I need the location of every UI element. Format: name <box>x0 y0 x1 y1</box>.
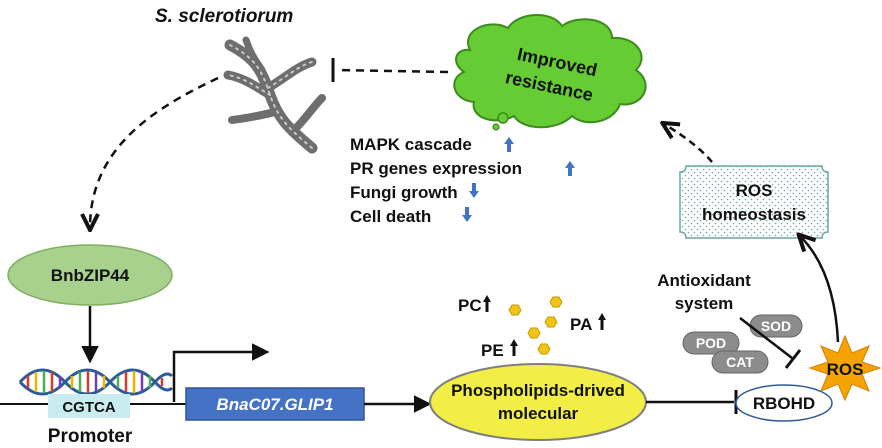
effect-cell-death: Cell death <box>350 207 431 226</box>
transcription-start-arrow <box>172 343 270 402</box>
pa-label: PA <box>570 315 592 334</box>
gene-box: BnaC07.GLIP1 <box>185 387 365 421</box>
lipid-hexagon <box>537 343 551 355</box>
up-arrow-icon <box>504 137 514 152</box>
gene-label: BnaC07.GLIP1 <box>216 395 333 414</box>
phospholipids-node: Phospholipids-drived molecular <box>429 363 647 441</box>
down-arrow-icon <box>462 207 472 222</box>
pe-label: PE <box>481 341 504 360</box>
lipid-hexagon <box>527 327 541 339</box>
motif-label: CGTCA <box>62 399 115 416</box>
tf-label: BnbZIP44 <box>51 266 130 285</box>
svg-text:CAT: CAT <box>726 354 754 370</box>
lipid-hexagon <box>549 296 563 308</box>
up-arrow-icon <box>565 161 575 176</box>
dna-helix-icon <box>18 368 174 396</box>
effect-mapk: MAPK cascade <box>350 135 472 154</box>
up-arrow-icon <box>483 295 491 312</box>
ros-to-homeostasis-arrow <box>800 236 840 343</box>
ros-box-line2: homeostasis <box>702 205 806 224</box>
lipid-hexagon <box>544 316 558 328</box>
cloud-inhibits-fungus-line <box>331 58 449 82</box>
effect-pr-genes: PR genes expression <box>350 159 522 178</box>
lipid-line2: molecular <box>498 404 579 423</box>
improved-resistance-cloud: Improved resistance <box>453 13 647 131</box>
cgtca-motif-box: CGTCA <box>48 394 130 418</box>
rbohd-node: RBOHD <box>735 384 833 422</box>
fungus-hyphae-icon <box>223 36 326 154</box>
ros-box-line1: ROS <box>736 181 773 200</box>
antioxidant-line2: system <box>675 294 734 313</box>
rbohd-label: RBOHD <box>753 394 815 413</box>
down-arrow-icon <box>469 183 479 198</box>
svg-text:SOD: SOD <box>761 318 791 334</box>
ros-label: ROS <box>827 360 864 379</box>
ros-homeostasis-box: ROS homeostasis <box>679 165 829 239</box>
svg-text:POD: POD <box>696 335 726 351</box>
lipid-line1: Phospholipids-drived <box>451 381 625 400</box>
antioxidant-inhibits-ros-line <box>739 317 802 369</box>
lipid-species: PC PE PA <box>458 295 606 360</box>
effects-list: MAPK cascade PR genes expression Fungi g… <box>350 135 575 226</box>
up-arrow-icon <box>510 339 518 356</box>
enzyme-cat: CAT <box>711 350 769 374</box>
up-arrow-icon <box>598 313 606 330</box>
effect-fungi-growth: Fungi growth <box>350 183 458 202</box>
antioxidant-line1: Antioxidant <box>657 271 751 290</box>
ros-box-to-cloud-arrow <box>664 124 713 163</box>
enzyme-pod: POD <box>682 331 740 355</box>
enzyme-sod: SOD <box>749 314 803 338</box>
fungus-to-tf-arrow <box>90 76 219 228</box>
pc-label: PC <box>458 296 482 315</box>
bnbzip44-node: BnbZIP44 <box>7 244 173 306</box>
ros-burst-icon: ROS <box>808 334 882 402</box>
lipid-inhibits-rbohd-line <box>646 390 738 414</box>
lipid-hexagon <box>508 304 522 316</box>
pathogen-title: S. sclerotiorum <box>155 6 293 27</box>
promoter-label: Promoter <box>48 426 133 447</box>
